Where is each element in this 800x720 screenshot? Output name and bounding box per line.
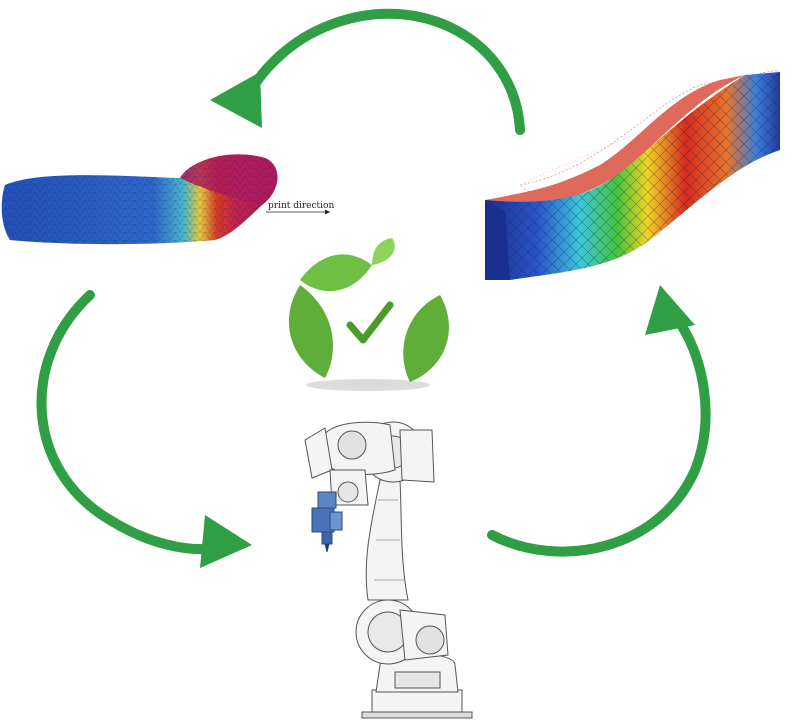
- arrow-top: [210, 8, 525, 135]
- leaf-right: [403, 295, 449, 382]
- leaf-check-icon: [288, 238, 449, 391]
- robot-base: [371, 689, 463, 713]
- fea-beam-lattice: [485, 72, 780, 280]
- print-direction-label: print direction: [268, 201, 334, 211]
- leaf-left: [288, 285, 333, 378]
- fea-beam-model: [485, 69, 780, 280]
- arrow-right-head: [645, 285, 695, 335]
- leaf-top: [300, 254, 372, 292]
- arrow-right: [487, 285, 711, 557]
- arrow-left-head: [200, 515, 252, 568]
- icon-shadow: [306, 379, 430, 391]
- fea-beam-top-face: [485, 75, 745, 212]
- print-simulation-model: print direction: [1, 154, 334, 245]
- robot-arm: [304, 421, 473, 719]
- extruder-tool: [311, 491, 343, 553]
- arrow-left: [36, 290, 252, 568]
- check-mark: [346, 301, 394, 344]
- arrow-top-head: [210, 72, 262, 128]
- nozzle: [324, 543, 330, 553]
